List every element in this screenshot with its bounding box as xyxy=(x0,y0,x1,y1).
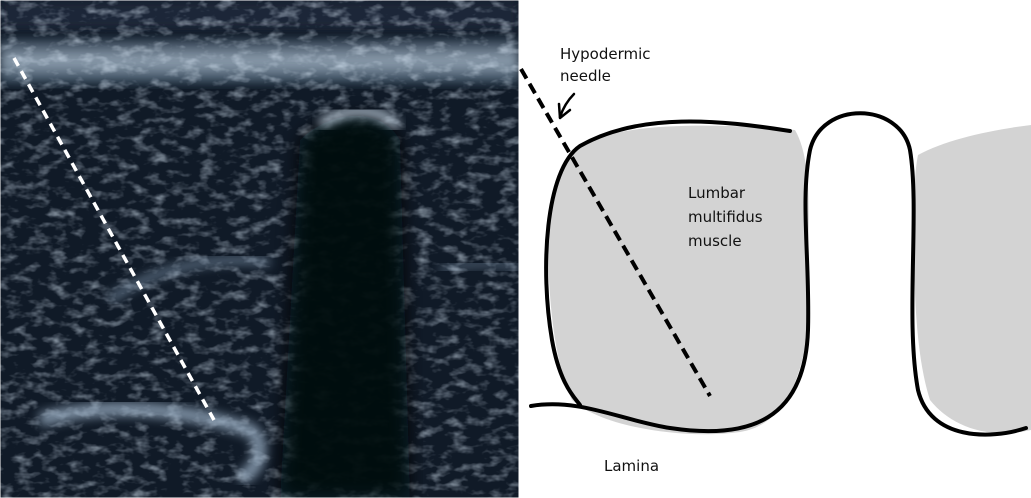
needle-label-line1: Hypodermic xyxy=(560,44,651,65)
muscle-label-line2: multifidus xyxy=(688,207,763,228)
needle-label-line2: needle xyxy=(560,66,611,87)
muscle-label-line1: Lumbar xyxy=(688,183,745,204)
adjacent-muscle-region xyxy=(914,125,1031,433)
lamina-label: Lamina xyxy=(604,456,659,477)
multifidus-muscle-region xyxy=(548,126,809,435)
muscle-label-line3: muscle xyxy=(688,231,742,252)
